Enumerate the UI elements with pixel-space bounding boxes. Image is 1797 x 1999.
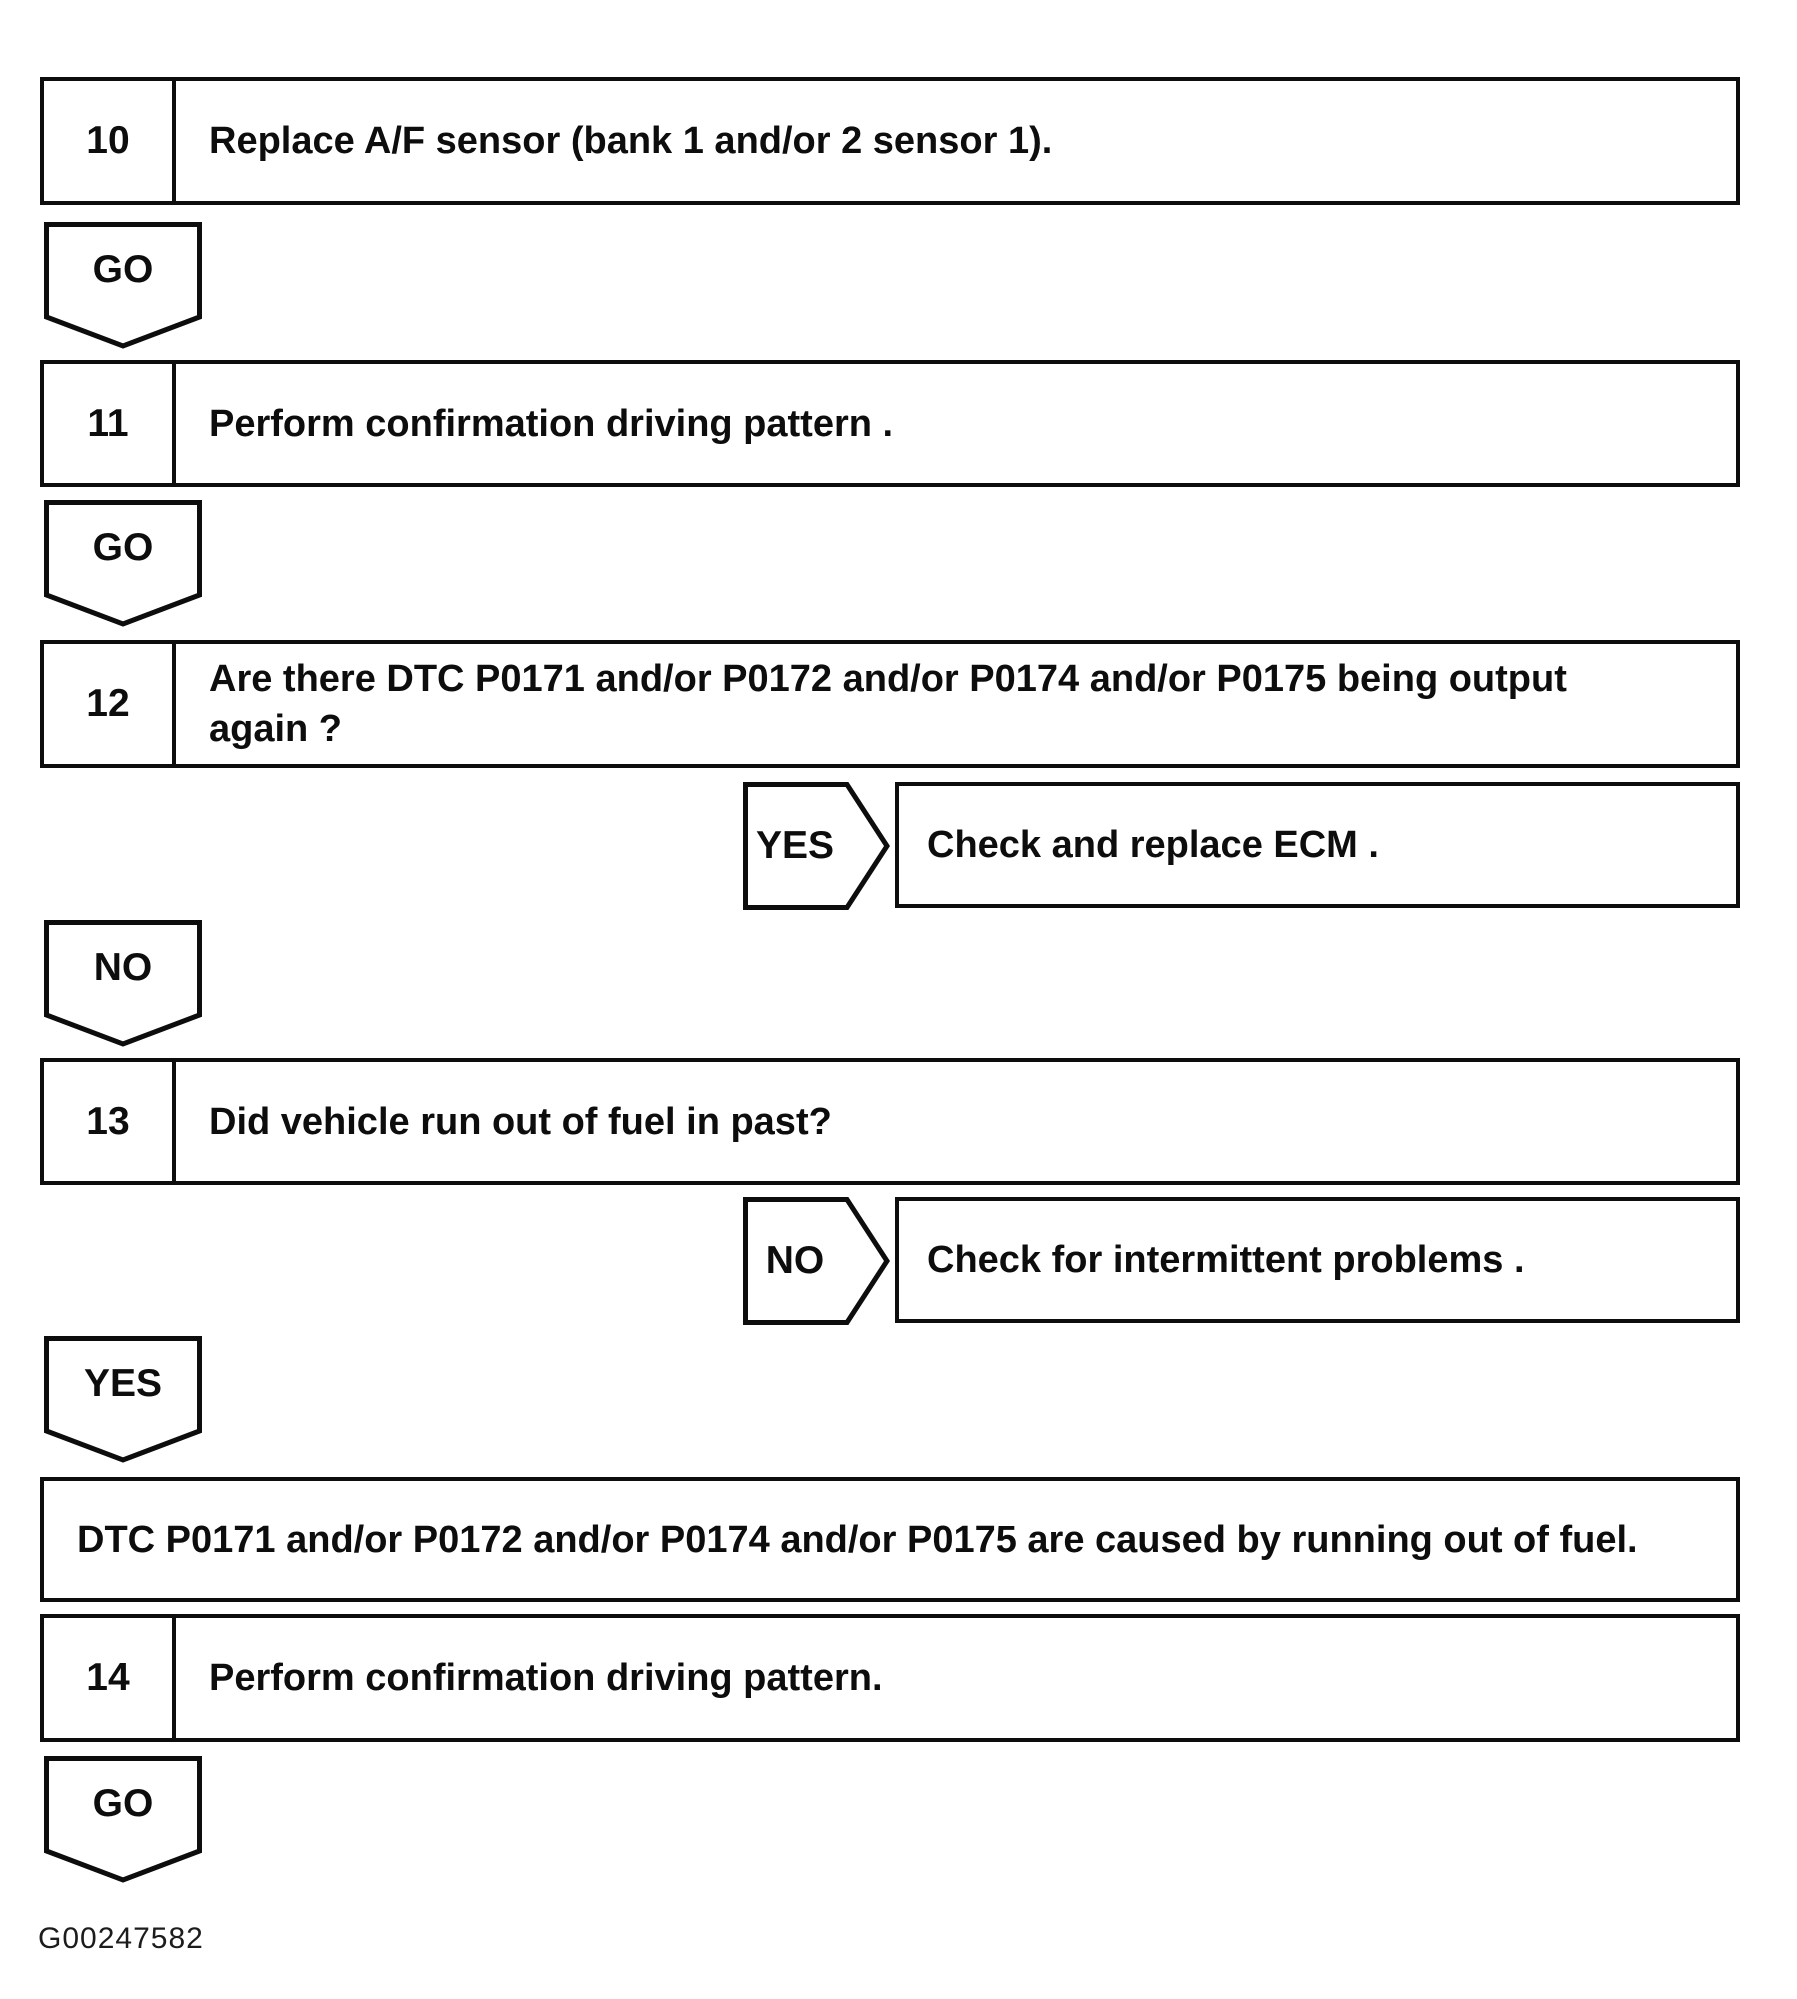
pentagon-arrow-down-icon	[44, 500, 202, 627]
step-13-box: 13 Did vehicle run out of fuel in past?	[40, 1058, 1740, 1185]
connector-go-after-11-label: GO	[92, 526, 154, 569]
action-intermittent-text: Check for intermittent problems .	[927, 1239, 1525, 1281]
connector-yes-step-12-label: YES	[755, 824, 835, 867]
connector-go-after-11: GO	[44, 500, 202, 627]
pentagon-arrow-down-icon	[44, 222, 202, 349]
step-11-number: 11	[44, 364, 176, 483]
connector-no-after-12: NO	[44, 920, 202, 1047]
pentagon-arrow-down-icon	[44, 920, 202, 1047]
action-check-ecm-box: Check and replace ECM .	[895, 782, 1740, 908]
step-14-text: Perform confirmation driving pattern.	[209, 1657, 883, 1699]
step-12-box: 12 Are there DTC P0171 and/or P0172 and/…	[40, 640, 1740, 768]
action-intermittent-box: Check for intermittent problems .	[895, 1197, 1740, 1323]
step-11-box: 11 Perform confirmation driving pattern …	[40, 360, 1740, 487]
pentagon-arrow-down-icon	[44, 1756, 202, 1883]
pentagon-arrow-right-icon	[743, 782, 890, 910]
connector-go-after-10: GO	[44, 222, 202, 349]
pentagon-arrow-right-icon	[743, 1197, 890, 1325]
connector-yes-after-13: YES	[44, 1336, 202, 1463]
connector-no-step-13-label: NO	[765, 1239, 825, 1282]
step-10-box: 10 Replace A/F sensor (bank 1 and/or 2 s…	[40, 77, 1740, 205]
pentagon-arrow-down-icon	[44, 1336, 202, 1463]
step-10-text: Replace A/F sensor (bank 1 and/or 2 sens…	[209, 120, 1053, 162]
step-11-text: Perform confirmation driving pattern .	[209, 402, 894, 445]
connector-go-after-14: GO	[44, 1756, 202, 1883]
action-check-ecm-text: Check and replace ECM .	[927, 824, 1379, 866]
step-14-number: 14	[44, 1618, 176, 1738]
step-12-number: 12	[44, 644, 176, 764]
connector-go-after-14-label: GO	[92, 1782, 154, 1825]
step-12-text-line-2: again ?	[209, 708, 343, 750]
connector-no-step-13: NO	[743, 1197, 891, 1325]
connector-no-after-12-label: NO	[93, 946, 153, 989]
figure-code: G00247582	[38, 1922, 204, 1955]
step-10-number: 10	[44, 81, 176, 201]
result-fuel-box: DTC P0171 and/or P0172 and/or P0174 and/…	[40, 1477, 1740, 1602]
result-fuel-text: DTC P0171 and/or P0172 and/or P0174 and/…	[77, 1518, 1638, 1561]
step-13-text: Did vehicle run out of fuel in past?	[209, 1100, 832, 1143]
step-12-text-line-1: Are there DTC P0171 and/or P0172 and/or …	[209, 658, 1567, 700]
step-13-number: 13	[44, 1062, 176, 1181]
connector-go-after-10-label: GO	[92, 248, 154, 291]
step-14-box: 14 Perform confirmation driving pattern.	[40, 1614, 1740, 1742]
connector-yes-step-12: YES	[743, 782, 891, 910]
connector-yes-after-13-label: YES	[83, 1362, 163, 1405]
